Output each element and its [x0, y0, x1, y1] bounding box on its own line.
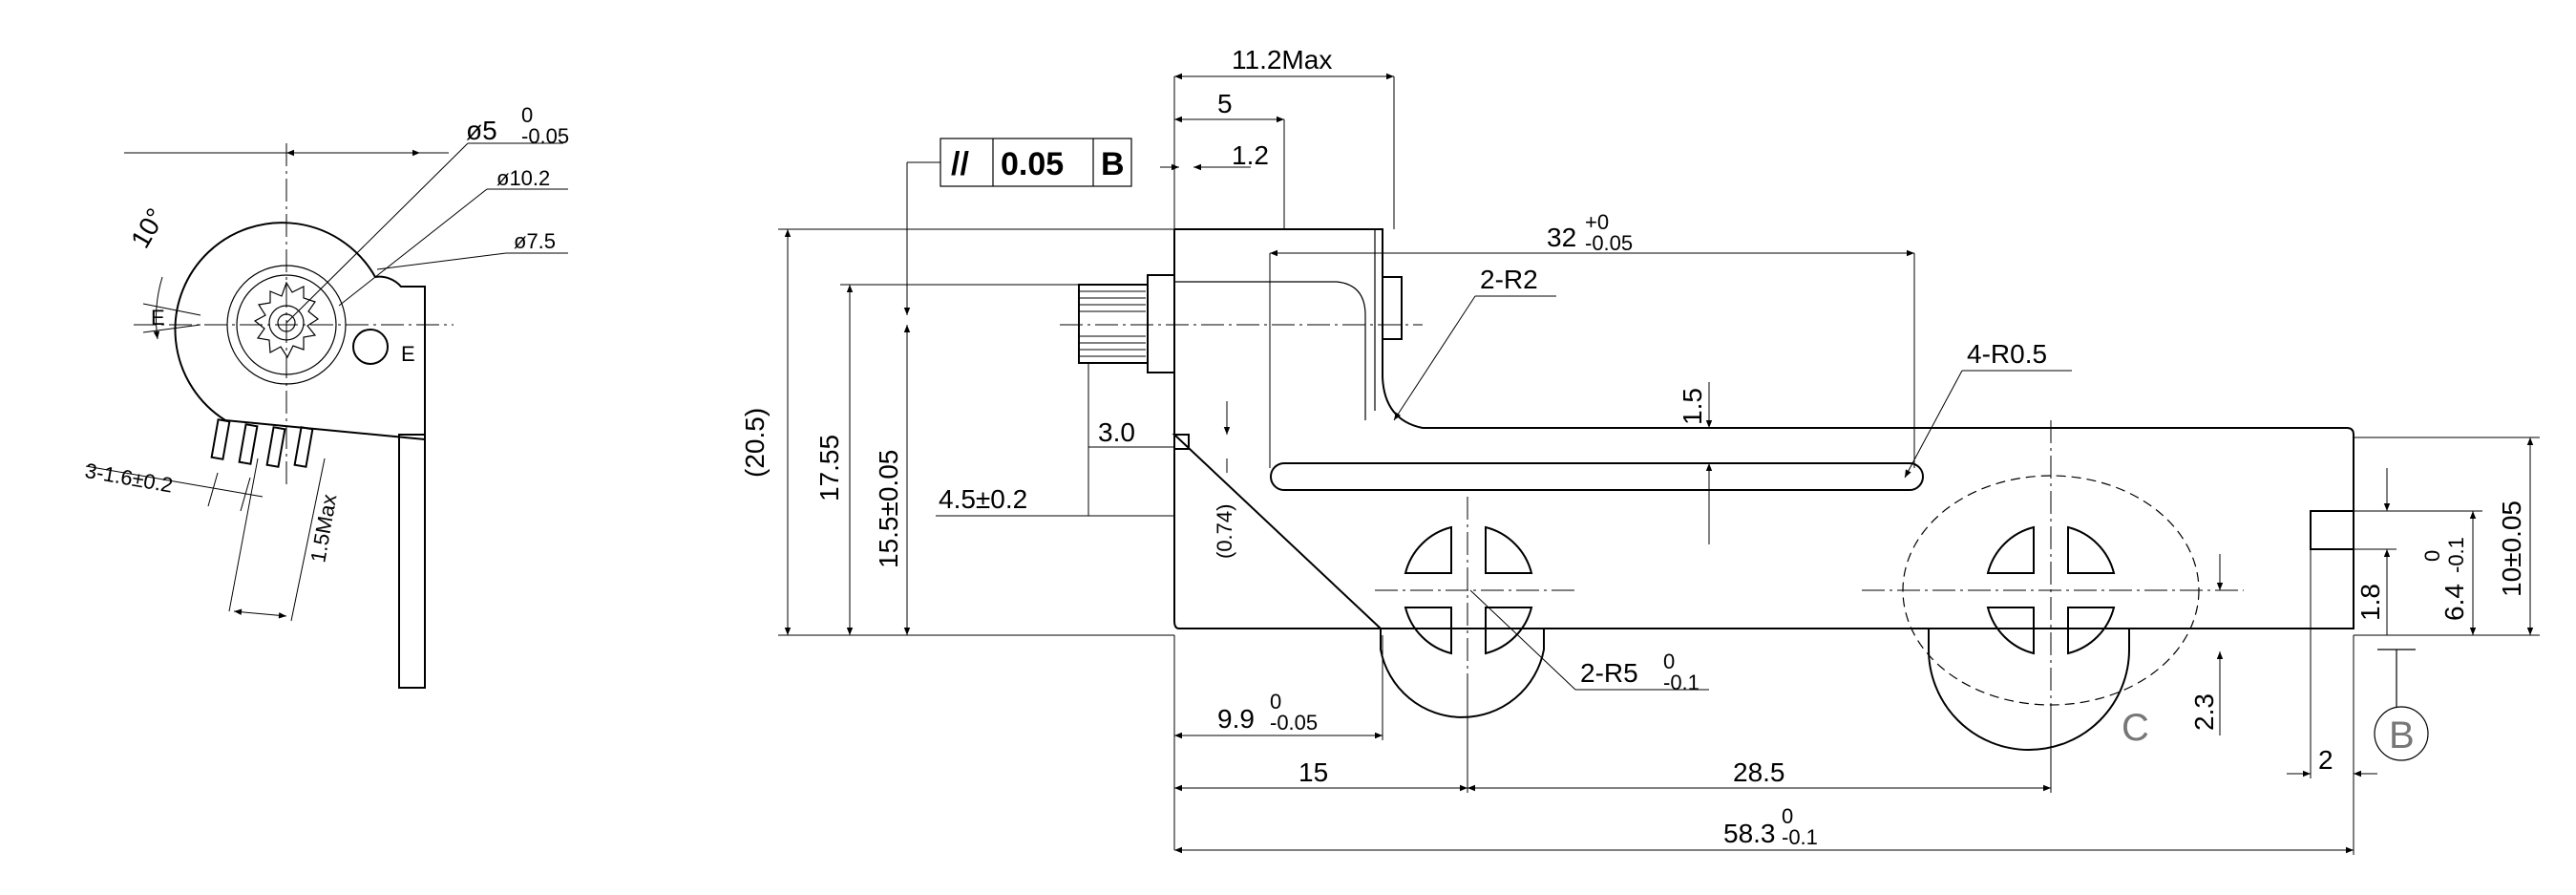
dim-58-3-tol-up: 0	[1782, 804, 1793, 828]
dim-32-tol-low: -0.05	[1585, 231, 1633, 255]
side-ring-mid	[236, 274, 337, 375]
side-pitch-ext1	[207, 472, 219, 507]
front-right-lobe	[1928, 629, 2130, 751]
dim-1-8-text: 1.8	[2355, 584, 2385, 621]
dim-9-9-tol-up: 0	[1270, 690, 1281, 714]
dim-10-text: 10±0.05	[2497, 501, 2526, 597]
side-gear	[253, 281, 320, 359]
side-e-line-left	[142, 303, 201, 316]
side-ring-outer	[226, 265, 347, 385]
side-pitch-ext2	[240, 477, 251, 512]
leader-r05	[1904, 370, 1963, 479]
side-lead-text: 1.5Max	[306, 492, 341, 564]
front-main-outline	[1172, 228, 2354, 718]
front-gear-hatch	[1079, 290, 1146, 357]
side-pitch-text: 3-1.6±0.2	[83, 458, 175, 498]
front-bend-inner	[1174, 281, 1366, 420]
side-ear-outline	[224, 275, 426, 441]
front-hole-right	[1862, 420, 2244, 716]
side-leader-phi7	[376, 252, 507, 270]
side-pitch-dim	[85, 465, 264, 498]
side-e-label-left: E	[151, 306, 165, 330]
side-bracket-plate	[398, 434, 426, 689]
label-r5-tol-up: 0	[1663, 650, 1675, 673]
side-leader-phi10	[338, 188, 488, 307]
front-right-tab	[2310, 510, 2354, 550]
dim-2-text: 2	[2318, 745, 2333, 775]
dim-11-2-text: 11.2Max	[1232, 45, 1332, 75]
side-lead-ext2	[290, 458, 326, 622]
dim-28-5-text: 28.5	[1733, 757, 1785, 787]
side-phi10-text: ø10.2	[496, 166, 550, 190]
tolerance-symbol: //	[951, 146, 969, 182]
side-pins	[210, 418, 314, 468]
front-hole-left	[1375, 497, 1575, 688]
leader-r5	[1469, 589, 1576, 691]
side-phi5-tol-up: 0	[521, 103, 533, 127]
front-view: 11.2Max 5 1.2 // 0.05 B 32 +0 -0.05 2-R2	[740, 45, 2540, 855]
tolerance-frame: // 0.05 B	[903, 138, 1132, 315]
label-c: C	[2122, 707, 2149, 749]
front-nub	[1382, 229, 1403, 340]
front-gear	[1078, 284, 1149, 364]
datum-b-circle	[2374, 706, 2429, 761]
dim-1-2-text: 1.2	[1232, 140, 1269, 170]
side-gear-bore	[268, 305, 305, 341]
dim-2-3-text: 2.3	[2189, 693, 2219, 731]
tolerance-datum: B	[1101, 146, 1125, 182]
side-lead-dim	[233, 608, 287, 619]
dim-58-3-text: 58.3	[1723, 819, 1776, 848]
dim-1-5-text: 1.5	[1678, 388, 1707, 425]
label-r2: 2-R2	[1480, 265, 1538, 294]
dim-6-4-tol-low: -0.1	[2444, 537, 2468, 573]
dim-5-text: 5	[1217, 89, 1233, 118]
dim-3-0-text: 3.0	[1098, 417, 1135, 447]
side-e-line-left2	[142, 324, 201, 333]
dim-17-55-text: 17.55	[814, 435, 844, 501]
leader-r2	[1393, 295, 1476, 421]
side-e-label-right: E	[401, 342, 415, 366]
dim-0-74-text: (0.74)	[1213, 504, 1236, 559]
side-disc-outline	[174, 222, 376, 421]
side-angle-text: 10°	[125, 203, 171, 253]
datum-b-label: B	[2389, 714, 2415, 756]
label-r5-tol-low: -0.1	[1663, 671, 1700, 694]
dim-58-3-tol-low: -0.1	[1782, 825, 1818, 849]
side-phi5-text: ø5	[466, 116, 497, 145]
dim-6-4-tol-up: 0	[2420, 550, 2444, 562]
dim-32-tol-up: +0	[1585, 210, 1609, 234]
side-view: 10° E E ø5 0 -0.05 ø10.2 ø7.5 3-1.6±0.2 …	[83, 103, 569, 689]
dim-15-text: 15	[1299, 757, 1328, 787]
dim-4-5-text: 4.5±0.2	[939, 484, 1027, 514]
side-phi7-text: ø7.5	[514, 229, 556, 253]
front-slot	[1270, 462, 1924, 491]
dim-6-4-text: 6.4	[2439, 584, 2469, 621]
side-leader-phi5	[285, 142, 469, 324]
tolerance-value: 0.05	[1001, 146, 1064, 182]
side-small-hole	[352, 329, 389, 365]
side-angle-arc	[153, 276, 163, 340]
dim-20-5-text: (20.5)	[740, 408, 770, 478]
dim-32-text: 32	[1547, 223, 1576, 252]
side-gear-shaft	[277, 313, 296, 332]
dim-9-9-tol-low: -0.05	[1270, 711, 1318, 735]
side-lead-ext1	[228, 458, 259, 612]
label-r5: 2-R5	[1580, 658, 1638, 688]
side-phi5-tol-low: -0.05	[521, 124, 569, 148]
front-gear-hub	[1147, 274, 1175, 373]
dim-15-5-text: 15.5±0.05	[874, 450, 903, 568]
dim-9-9-text: 9.9	[1217, 704, 1255, 734]
label-r05: 4-R0.5	[1967, 339, 2047, 369]
